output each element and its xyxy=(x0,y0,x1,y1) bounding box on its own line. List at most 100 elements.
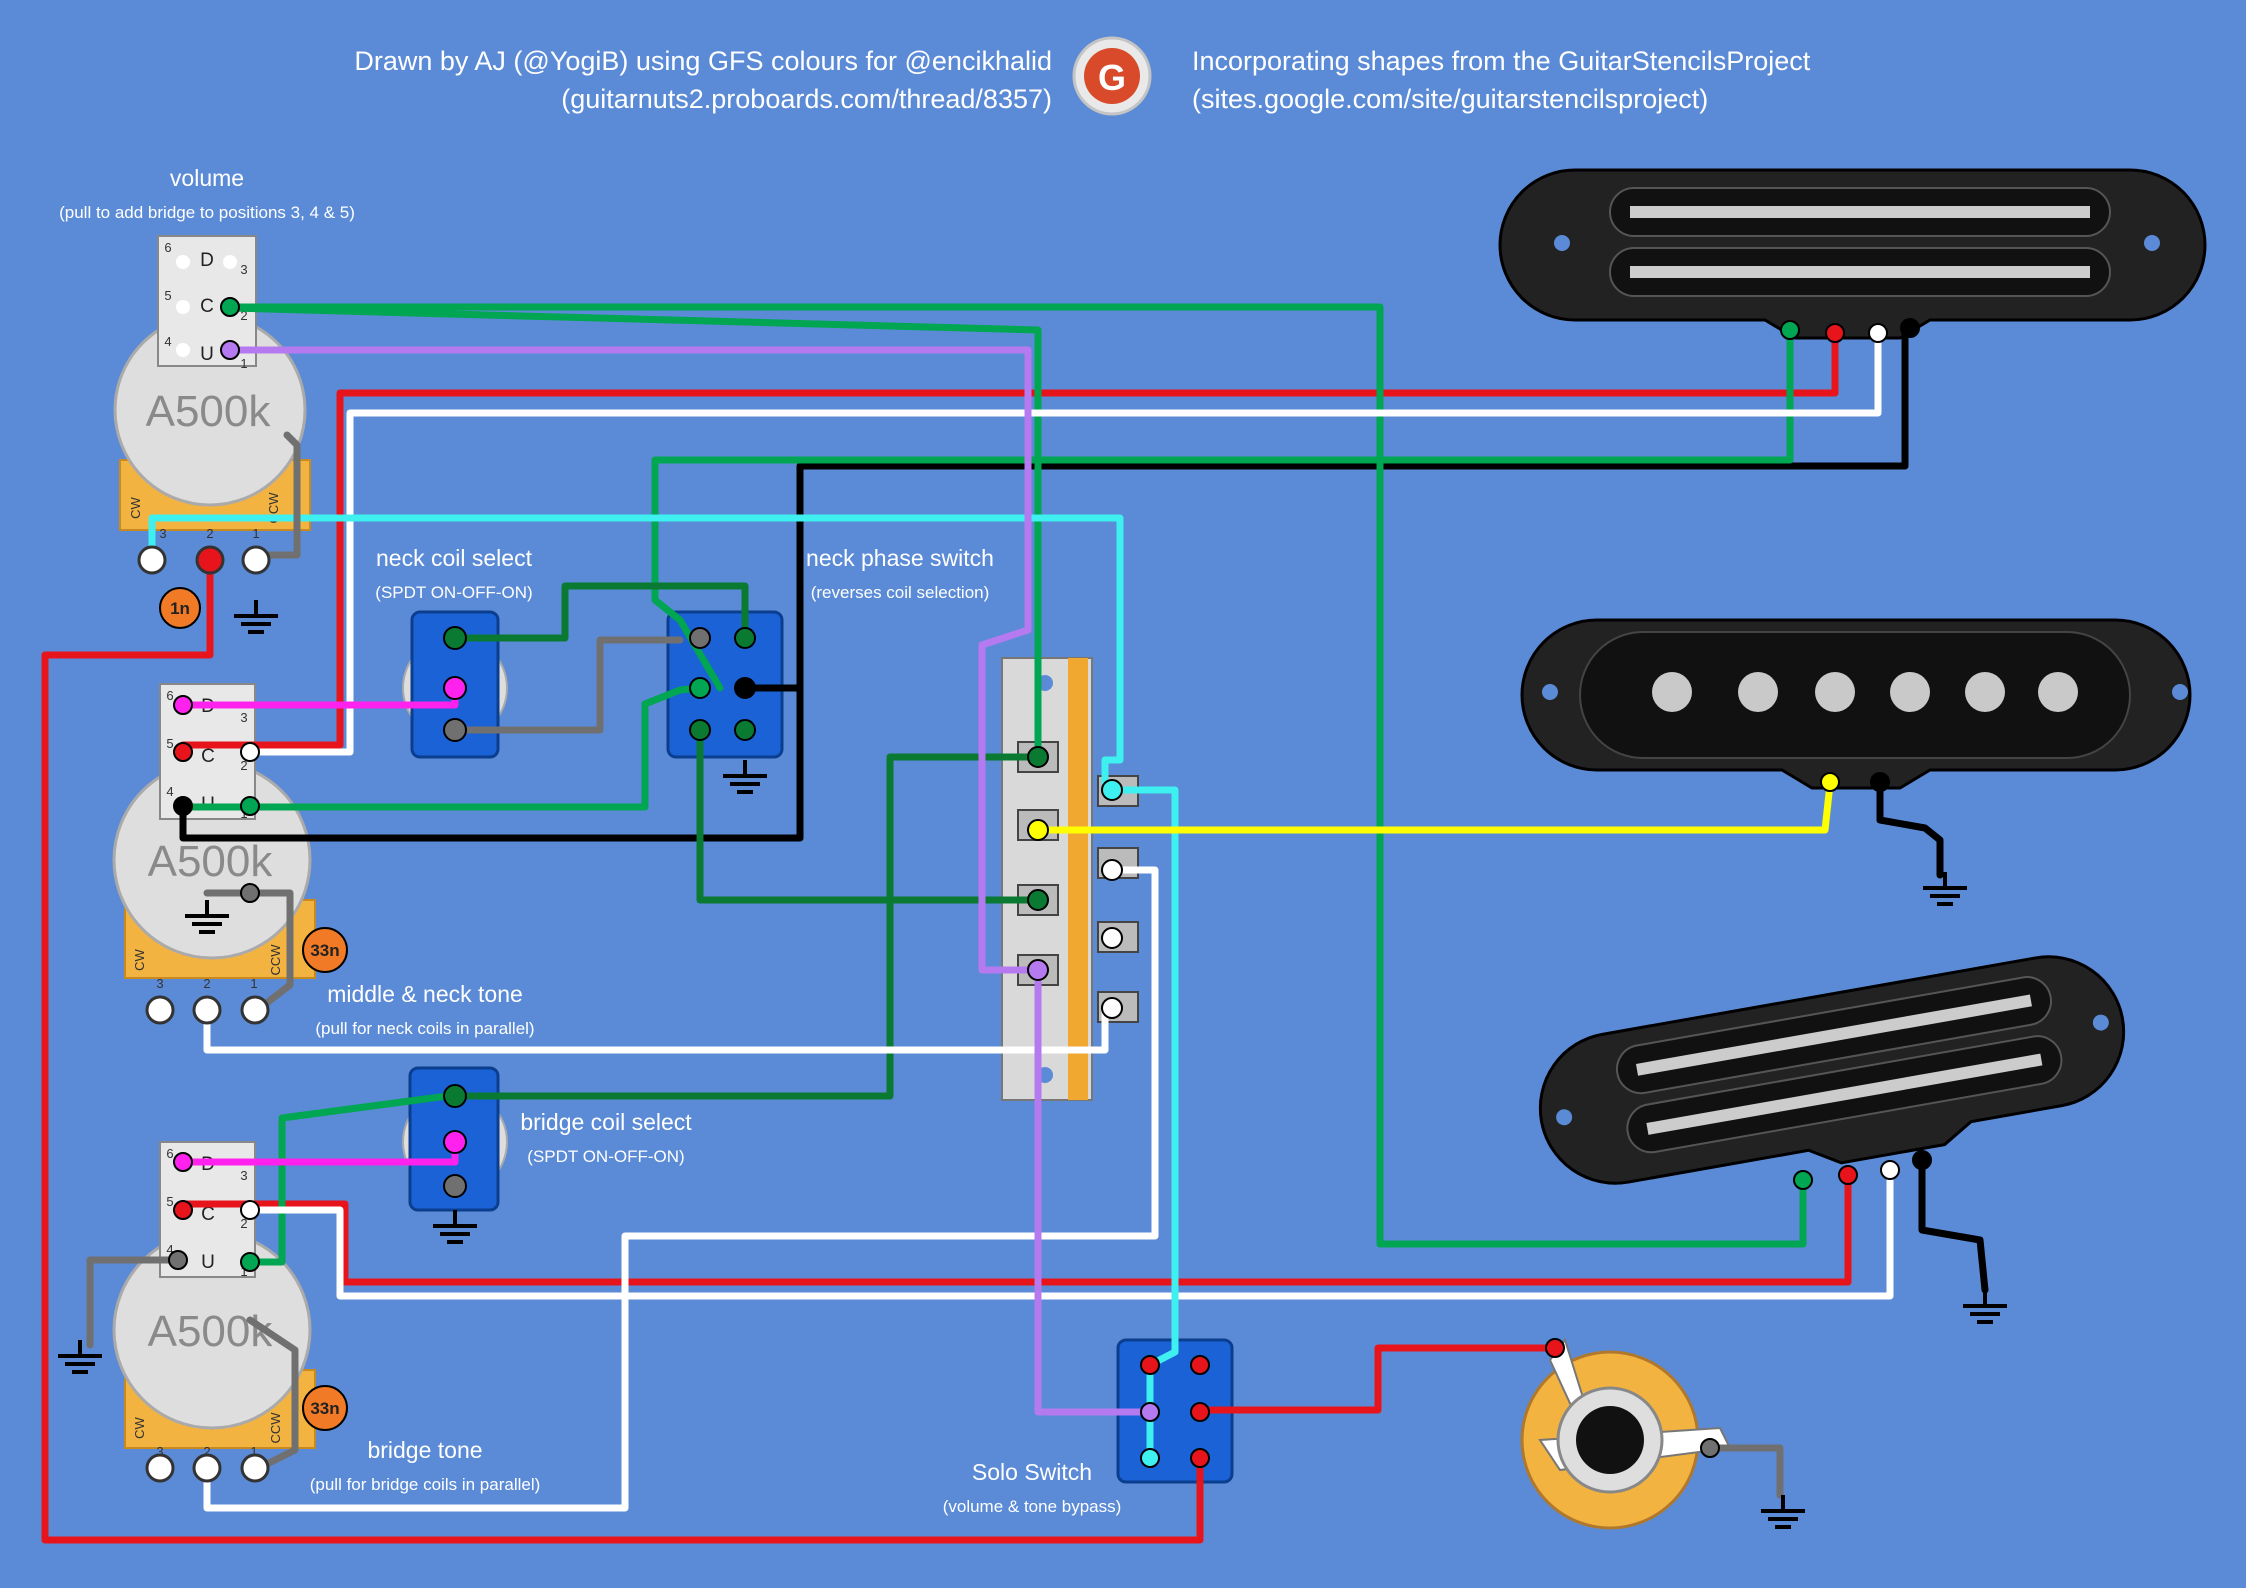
tone1-pot-value: A500k xyxy=(148,837,274,886)
solo-subtitle: (volume & tone bypass) xyxy=(943,1497,1122,1516)
ground-icon-middle xyxy=(1921,870,1969,906)
volume-title: volume xyxy=(170,165,244,191)
wire-darkgreen-neck-switch-link xyxy=(451,582,749,642)
vol-lug-b: 2 xyxy=(206,526,213,541)
tone1-ccw-label: CCW xyxy=(268,944,283,976)
tone2-letter-c: C xyxy=(201,1204,215,1225)
wire-white-bridge-bucker xyxy=(246,1166,1894,1300)
bridge-coil-select-title: bridge coil select xyxy=(520,1109,692,1135)
wire-white-tone2-selector xyxy=(203,866,1159,1512)
tone1-lug-b: 2 xyxy=(203,976,210,991)
vol-letter-c: C xyxy=(200,296,214,317)
wire-red-jack xyxy=(1196,1344,1559,1414)
tone2-subtitle: (pull for bridge coils in parallel) xyxy=(310,1475,541,1494)
output-jack[interactable] xyxy=(1520,1337,1732,1530)
wire-black-middle-ground xyxy=(1876,779,1944,879)
neck-phase-title: neck phase switch xyxy=(806,545,994,571)
tone2-cw-label: CW xyxy=(132,1416,147,1438)
tone2-title: bridge tone xyxy=(367,1437,482,1463)
wire-green-tone-u xyxy=(179,684,704,811)
vol-lug-a: 3 xyxy=(159,526,166,541)
wire-yellow-middle xyxy=(1034,780,1834,834)
capacitor-33n-bridge-label: 33n xyxy=(310,1399,339,1418)
vol-lug-4: 4 xyxy=(164,334,171,349)
neck-humbucker xyxy=(1498,168,2207,340)
tone2-lug-1: 1 xyxy=(240,1264,247,1279)
gfs-logo-icon: G xyxy=(1072,36,1152,116)
tone2-lug-4: 4 xyxy=(166,1242,173,1257)
vol-cw-label: CW xyxy=(128,496,143,518)
tone1-title: middle & neck tone xyxy=(327,981,523,1007)
bridge-coil-select-subtitle: (SPDT ON-OFF-ON) xyxy=(527,1147,684,1166)
capacitor-1n-label: 1n xyxy=(170,599,190,618)
volume-subtitle: (pull to add bridge to positions 3, 4 & … xyxy=(59,203,355,222)
tone1-lug-a: 3 xyxy=(156,976,163,991)
tone2-letter-u: U xyxy=(201,1252,215,1273)
wire-red-neck-hot xyxy=(179,329,1839,749)
tone1-lug-3: 3 xyxy=(240,710,247,725)
credit-line-2: (guitarnuts2.proboards.com/thread/8357) xyxy=(561,84,1052,114)
wire-purple-solo xyxy=(1034,976,1154,1416)
ground-icon-tone2 xyxy=(56,1338,104,1374)
vol-lug-6: 6 xyxy=(164,240,171,255)
tone1-lug-5: 5 xyxy=(166,736,173,751)
ground-icon-phase xyxy=(721,758,769,794)
ground-icon-bridge xyxy=(1961,1288,2009,1324)
vol-letter-u: U xyxy=(200,344,214,365)
tone2-lug-3: 3 xyxy=(240,1168,247,1183)
wire-grey-vol-ground xyxy=(252,431,301,559)
credit-line-1: Drawn by AJ (@YogiB) using GFS colours f… xyxy=(354,46,1052,76)
wire-black-tone-u xyxy=(179,684,804,842)
tone1-lug-4: 4 xyxy=(166,784,173,799)
tone2-pot-value: A500k xyxy=(148,1307,274,1356)
vol-lug-2: 2 xyxy=(240,308,247,323)
tone1-lug-c: 1 xyxy=(250,976,257,991)
tone1-cw-label: CW xyxy=(132,948,147,970)
wire-white-tone1-selector xyxy=(203,1006,1109,1054)
tone2-lug-b: 2 xyxy=(203,1444,210,1459)
volume-pot-value: A500k xyxy=(146,387,272,436)
credit-line-3: Incorporating shapes from the GuitarSten… xyxy=(1192,46,1811,76)
wire-white-neck-bucker xyxy=(246,329,1882,756)
capacitor-33n-neck-label: 33n xyxy=(310,941,339,960)
wire-green-vol-c xyxy=(226,303,1807,1248)
wire-black-bridge-ground xyxy=(1918,1154,1989,1294)
tone1-letter-c: C xyxy=(201,746,215,767)
vol-letter-d: D xyxy=(200,250,214,271)
tone2-lug-6: 6 xyxy=(166,1146,173,1161)
tone1-lug-6: 6 xyxy=(166,688,173,703)
wire-grey-tone2-lug xyxy=(246,1316,299,1474)
wire-cyan-volume xyxy=(148,514,1124,794)
tone2-lug-2: 2 xyxy=(240,1216,247,1231)
wire-purple-vol-u xyxy=(226,346,1042,974)
tone2-ccw-label: CCW xyxy=(268,1412,283,1444)
volume-pot[interactable]: A500k D C U 6 5 4 3 2 1 CW CCW 3 2 1 xyxy=(113,235,311,541)
wire-cyan-selector-solo xyxy=(1108,786,1179,1464)
tone2-lug-a: 3 xyxy=(156,1444,163,1459)
vol-lug-1: 1 xyxy=(240,356,247,371)
wire-red-output-loop xyxy=(41,554,1204,1544)
wire-green-bridge-select xyxy=(246,1091,459,1266)
wire-green-vol-to-selector xyxy=(226,304,1042,759)
bridge-humbucker xyxy=(1538,955,2126,1185)
middle-single-coil xyxy=(1520,618,2192,790)
vol-lug-3: 3 xyxy=(240,262,247,277)
neck-phase-subtitle: (reverses coil selection) xyxy=(811,583,990,602)
neck-coil-select-subtitle: (SPDT ON-OFF-ON) xyxy=(375,583,532,602)
tone2-lug-c: 1 xyxy=(250,1444,257,1459)
wire-grey-tone2-ground xyxy=(86,1256,182,1349)
neck-coil-select-title: neck coil select xyxy=(376,545,533,571)
wire-grey-jack-ground xyxy=(1706,1444,1784,1499)
vol-lug-c: 1 xyxy=(252,526,259,541)
capacitor-1n: 1n xyxy=(159,587,201,629)
logo-letter: G xyxy=(1098,57,1126,98)
ground-icon-bridge-select xyxy=(431,1208,479,1244)
wire-green-neck-bucker xyxy=(651,326,1794,692)
tone1-lug-2: 2 xyxy=(240,758,247,773)
vol-lug-5: 5 xyxy=(164,288,171,303)
bridge-tone-pot[interactable]: A500k D C U 6 5 4 3 2 1 CW CCW 3 2 1 xyxy=(112,1141,316,1459)
tone1-subtitle: (pull for neck coils in parallel) xyxy=(315,1019,534,1038)
wire-black-neck-bucker xyxy=(741,326,1909,692)
solo-title: Solo Switch xyxy=(972,1459,1092,1485)
